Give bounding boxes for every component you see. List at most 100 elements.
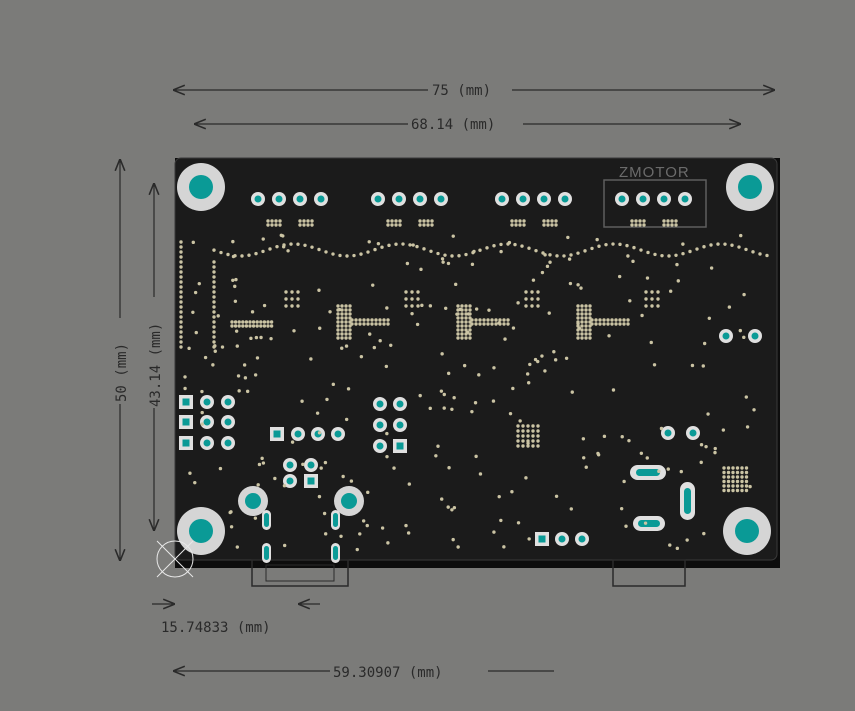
pad-drill bbox=[618, 195, 626, 203]
via bbox=[630, 223, 634, 227]
via bbox=[527, 246, 531, 250]
via bbox=[191, 310, 195, 314]
via bbox=[373, 247, 377, 252]
via bbox=[486, 318, 490, 322]
via bbox=[451, 537, 455, 542]
via bbox=[478, 472, 483, 476]
via bbox=[443, 253, 447, 257]
via bbox=[742, 292, 746, 297]
via bbox=[491, 399, 496, 403]
via bbox=[506, 318, 510, 322]
via bbox=[642, 223, 646, 227]
pad-drill bbox=[203, 418, 211, 426]
via bbox=[429, 249, 433, 254]
via bbox=[416, 297, 420, 301]
via bbox=[584, 465, 588, 469]
via bbox=[614, 322, 618, 326]
via bbox=[344, 344, 349, 348]
via bbox=[470, 262, 475, 267]
via bbox=[690, 363, 695, 368]
pad-drill bbox=[376, 400, 384, 408]
pad-drill bbox=[396, 421, 404, 429]
via bbox=[261, 461, 266, 465]
via bbox=[568, 281, 573, 286]
via bbox=[404, 290, 408, 294]
via bbox=[212, 345, 216, 349]
via bbox=[618, 322, 622, 326]
via bbox=[662, 219, 666, 223]
via bbox=[270, 219, 274, 223]
via bbox=[430, 219, 434, 223]
via bbox=[303, 243, 307, 247]
via bbox=[247, 253, 251, 257]
via bbox=[588, 336, 592, 340]
via bbox=[218, 466, 223, 471]
via bbox=[731, 470, 735, 475]
via bbox=[611, 388, 616, 392]
via bbox=[440, 352, 444, 356]
pad-drill bbox=[182, 439, 190, 447]
pad-drill bbox=[660, 195, 668, 203]
via bbox=[315, 411, 320, 415]
via bbox=[179, 285, 183, 289]
via bbox=[516, 301, 520, 305]
via bbox=[212, 320, 216, 324]
via bbox=[259, 320, 263, 324]
via bbox=[487, 308, 491, 312]
via bbox=[442, 392, 446, 397]
via bbox=[179, 245, 183, 249]
via bbox=[298, 219, 302, 223]
via bbox=[716, 242, 720, 246]
via bbox=[508, 411, 513, 416]
via bbox=[740, 475, 744, 479]
via bbox=[550, 219, 554, 223]
via bbox=[735, 466, 740, 470]
via bbox=[543, 369, 547, 373]
via bbox=[284, 297, 288, 301]
via bbox=[428, 304, 433, 308]
via bbox=[344, 332, 348, 336]
via bbox=[179, 315, 183, 319]
via bbox=[737, 245, 741, 249]
via bbox=[430, 223, 434, 227]
via bbox=[580, 320, 584, 324]
via bbox=[685, 538, 689, 542]
via bbox=[521, 429, 525, 433]
via bbox=[310, 219, 314, 223]
via bbox=[344, 312, 348, 316]
via bbox=[590, 322, 594, 326]
dim-offset-x2: 59.30907 (mm) bbox=[333, 665, 443, 681]
via bbox=[602, 322, 606, 326]
via bbox=[584, 320, 588, 324]
via bbox=[365, 523, 369, 528]
pad-drill bbox=[376, 421, 384, 429]
via bbox=[526, 441, 530, 445]
via bbox=[607, 334, 611, 338]
via bbox=[478, 248, 482, 252]
via bbox=[606, 322, 610, 326]
via bbox=[626, 254, 630, 258]
via bbox=[713, 450, 717, 455]
via bbox=[310, 223, 314, 227]
via bbox=[405, 261, 410, 266]
via bbox=[337, 307, 342, 312]
via bbox=[471, 250, 475, 255]
via bbox=[452, 505, 457, 510]
via bbox=[366, 318, 370, 322]
via bbox=[580, 332, 584, 336]
via bbox=[514, 219, 518, 223]
via bbox=[540, 270, 545, 275]
via bbox=[531, 434, 535, 438]
via bbox=[542, 219, 546, 223]
via bbox=[410, 304, 414, 308]
via bbox=[614, 318, 618, 322]
via bbox=[681, 242, 685, 246]
via bbox=[194, 330, 198, 335]
via bbox=[289, 242, 293, 246]
via bbox=[296, 297, 300, 301]
pad-drill bbox=[254, 195, 262, 203]
via bbox=[336, 312, 340, 316]
via bbox=[740, 479, 744, 484]
via bbox=[604, 242, 608, 247]
via bbox=[269, 320, 274, 324]
